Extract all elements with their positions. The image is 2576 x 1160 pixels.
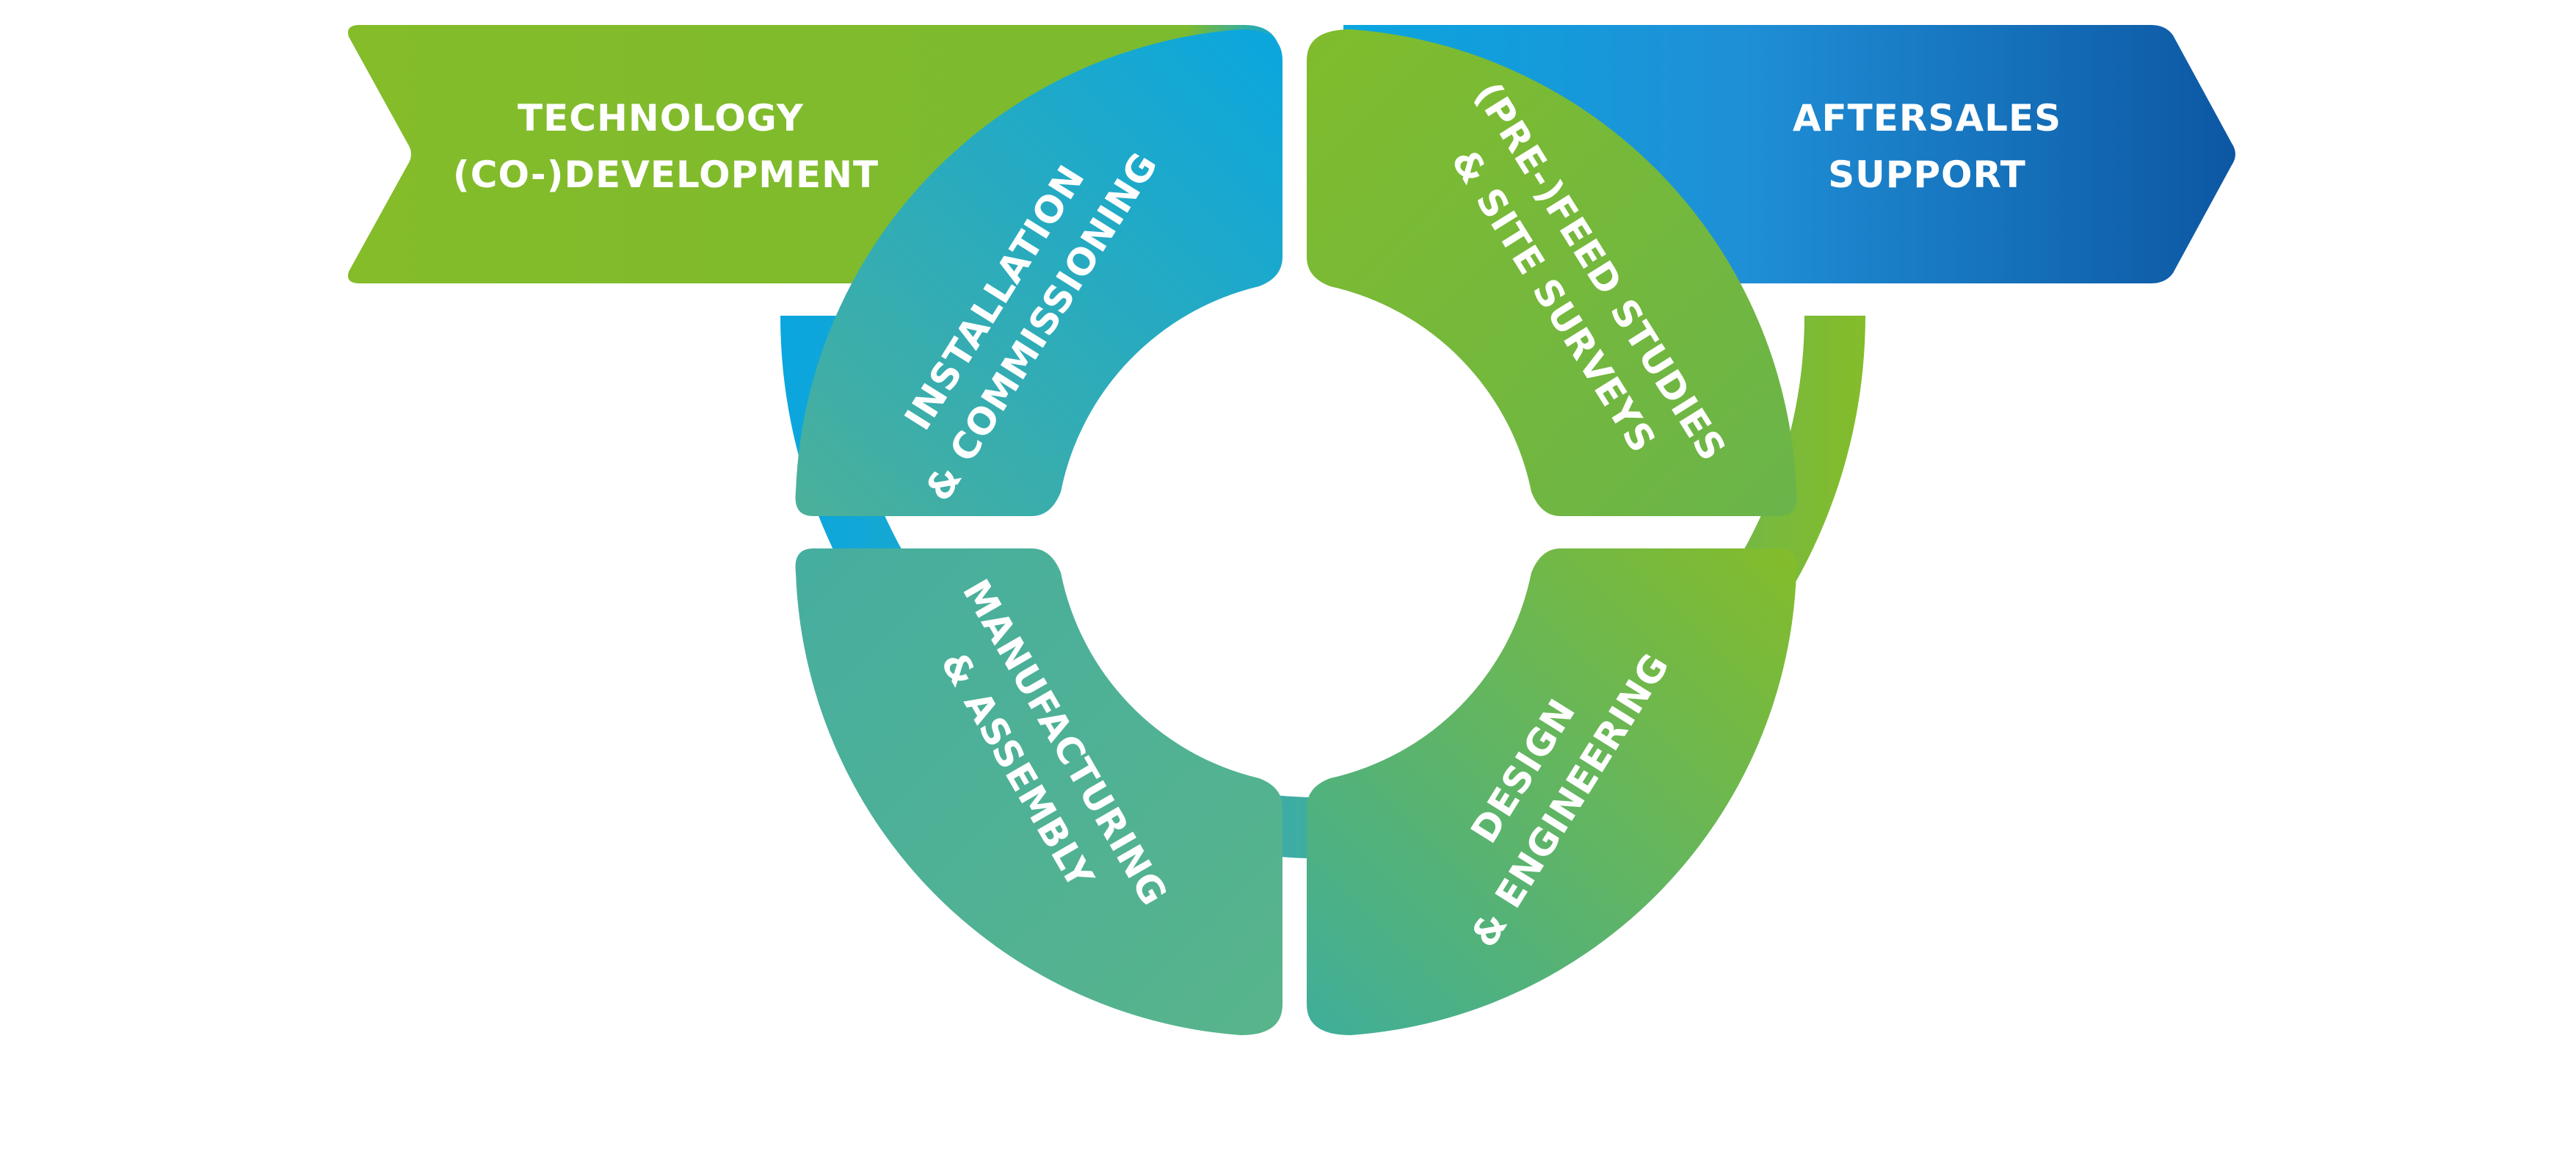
right-banner-line2: SUPPORT: [1828, 153, 2026, 196]
design-engineering-segment: [1307, 548, 1797, 1035]
installation-commissioning-segment: [795, 29, 1282, 516]
manufacturing-assembly-segment: [795, 548, 1282, 1035]
project-management-label: PROJECT MANAGEMENT: [1117, 1067, 1481, 1116]
right-banner-line1: AFTERSALES: [1793, 97, 2061, 139]
left-banner-line1: TECHNOLOGY: [518, 97, 804, 139]
left-banner-line2: (CO-)DEVELOPMENT: [453, 153, 879, 196]
feed-studies-site-surveys-segment: [1307, 29, 1797, 516]
